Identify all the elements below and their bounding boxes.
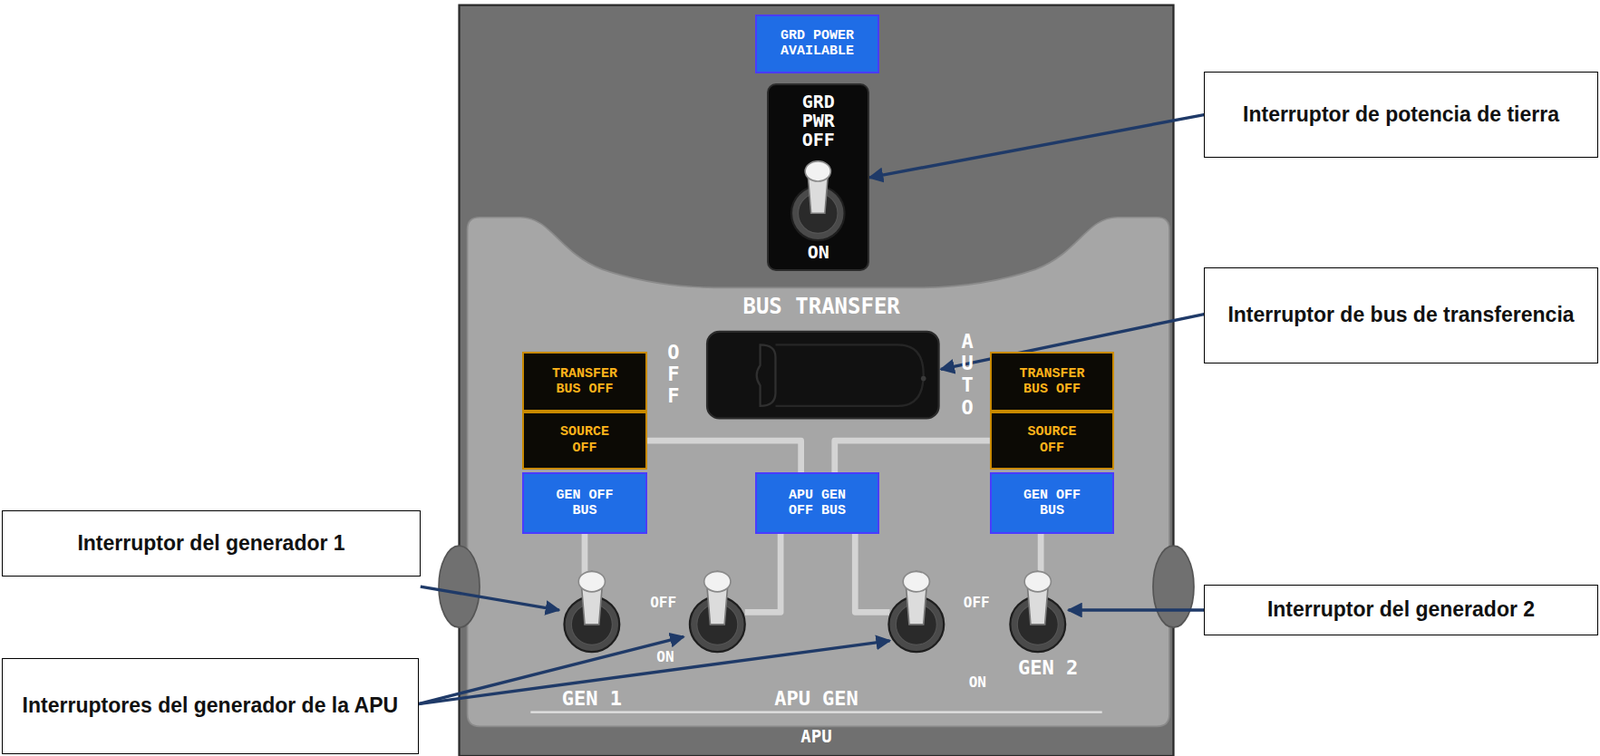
node-text: Interruptor de bus de transferencia bbox=[1227, 302, 1574, 329]
node-text: ON bbox=[807, 242, 830, 262]
gen1-switch bbox=[563, 571, 620, 652]
callout-box: Interruptor de potencia de tierra bbox=[1203, 71, 1598, 159]
panel-notch bbox=[1153, 545, 1194, 628]
node-text: TRANSFER BUS OFF bbox=[543, 366, 625, 398]
node-text: TRANSFER BUS OFF bbox=[1011, 366, 1093, 398]
apu-gen-switch bbox=[888, 571, 944, 652]
node-text: SOURCE OFF bbox=[1011, 424, 1093, 456]
panel-label: ON bbox=[656, 647, 674, 665]
bus-transfer-guard bbox=[707, 331, 940, 419]
panel-label: OFF bbox=[963, 593, 990, 611]
callout-box: Interruptores del generador de la APU bbox=[1, 658, 418, 755]
panel-housing bbox=[459, 5, 1174, 756]
gen2-switch bbox=[1009, 571, 1066, 652]
node-text: GEN OFF BUS bbox=[543, 487, 625, 520]
node-text: Interruptores del generador de la APU bbox=[22, 693, 399, 719]
node-text: Interruptor del generador 1 bbox=[77, 531, 345, 557]
switch-position-label: AUTO bbox=[957, 330, 978, 419]
switch-position-label: OFF bbox=[663, 341, 684, 408]
annunciator-light: GRD POWER AVAILABLE bbox=[755, 14, 880, 74]
node-text: APU GEN OFF BUS bbox=[776, 487, 858, 520]
group-line bbox=[530, 710, 1102, 713]
leader-arrow bbox=[869, 115, 1204, 178]
annunciator-light: GEN OFF BUS bbox=[989, 472, 1115, 534]
panel-label: GEN 2 bbox=[1018, 656, 1078, 679]
switch-plate: GRD PWR OFF ON bbox=[766, 83, 870, 272]
callout-box: Interruptor del generador 2 bbox=[1203, 584, 1598, 636]
panel-label: ON bbox=[969, 672, 987, 690]
panel-label: APU GEN bbox=[774, 686, 859, 709]
panel-label: APU bbox=[800, 726, 832, 747]
node-text: GRD POWER AVAILABLE bbox=[776, 28, 858, 60]
annunciator-light: SOURCE OFF bbox=[522, 411, 647, 470]
node-text: Interruptor de potencia de tierra bbox=[1242, 102, 1560, 128]
callout-box: Interruptor del generador 1 bbox=[1, 510, 421, 577]
node-text: GRD PWR OFF bbox=[790, 92, 847, 150]
panel-label: BUS TRANSFER bbox=[742, 293, 900, 320]
annunciator-light: SOURCE OFF bbox=[989, 411, 1115, 470]
node-text: Interruptor del generador 2 bbox=[1267, 597, 1535, 623]
callout-box: Interruptor de bus de transferencia bbox=[1203, 267, 1598, 364]
node-text: SOURCE OFF bbox=[543, 424, 625, 456]
panel-wiring bbox=[584, 440, 1041, 612]
panel-label: OFF bbox=[649, 593, 677, 611]
toggle-switch bbox=[791, 161, 845, 241]
panel-label: GEN 1 bbox=[562, 686, 622, 709]
annunciator-light: TRANSFER BUS OFF bbox=[522, 351, 647, 411]
node-text: GEN OFF BUS bbox=[1011, 487, 1093, 520]
panel-notch bbox=[438, 545, 480, 628]
apu-gen-switch bbox=[689, 571, 746, 652]
annunciator-light: APU GEN OFF BUS bbox=[755, 472, 880, 534]
annunciator-light: TRANSFER BUS OFF bbox=[989, 351, 1115, 411]
leader-arrows bbox=[418, 314, 1205, 705]
annunciator-light: GEN OFF BUS bbox=[522, 472, 647, 534]
